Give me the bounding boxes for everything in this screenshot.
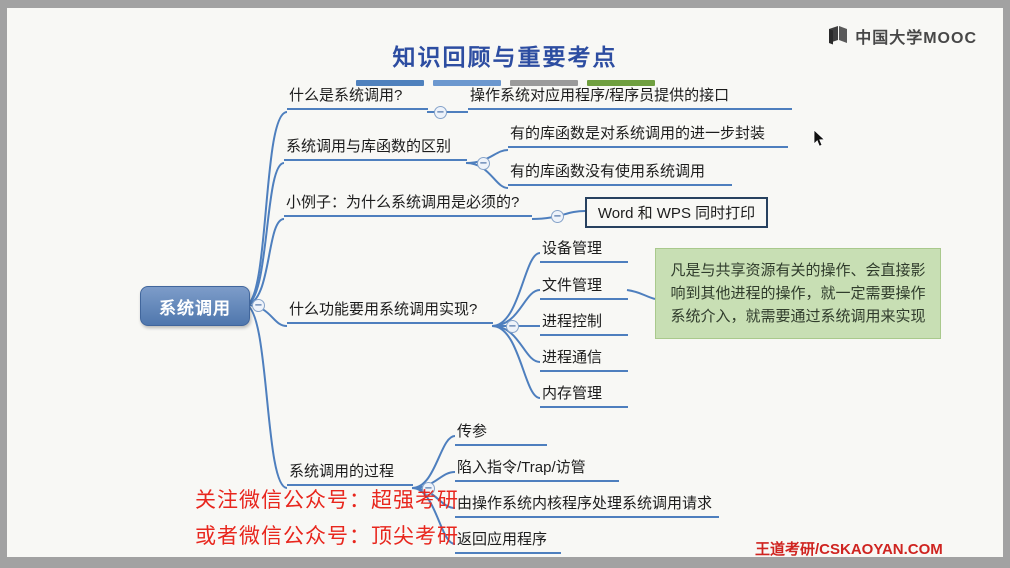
branch-0-label: 什么是系统调用? bbox=[287, 84, 428, 110]
branch-1-child-1: 有的库函数没有使用系统调用 bbox=[508, 160, 732, 186]
branch-3-label: 什么功能要用系统调用实现? bbox=[287, 298, 493, 324]
mooc-logo-text: 中国大学MOOC bbox=[855, 30, 977, 47]
title-underline-bars bbox=[7, 80, 1003, 86]
branch-4-child-2: 由操作系统内核程序处理系统调用请求 bbox=[455, 492, 719, 518]
bar-segment bbox=[432, 80, 501, 86]
collapse-button-3[interactable] bbox=[506, 320, 519, 333]
branch-3-child-1: 文件管理 bbox=[540, 274, 628, 300]
branch-3-child-0: 设备管理 bbox=[540, 237, 628, 263]
slide: 知识回顾与重要考点 中国大学MOOC bbox=[7, 8, 1003, 557]
collapse-button-1[interactable] bbox=[477, 157, 490, 170]
branch-1-child-0: 有的库函数是对系统调用的进一步封装 bbox=[508, 122, 788, 148]
branch-3-child-3: 进程通信 bbox=[540, 346, 628, 372]
branch-4-child-3: 返回应用程序 bbox=[455, 528, 561, 554]
collapse-button-root[interactable] bbox=[252, 299, 265, 312]
branch-2-label: 小例子：为什么系统调用是必须的? bbox=[284, 191, 532, 217]
mooc-logo: 中国大学MOOC bbox=[827, 24, 977, 48]
branch-4-child-1: 陷入指令/Trap/访管 bbox=[455, 456, 619, 482]
branch-4-child-0: 传参 bbox=[455, 420, 547, 446]
mooc-logo-icon bbox=[829, 26, 848, 45]
note-box: 凡是与共享资源有关的操作、会直接影响到其他进程的操作，就一定需要操作系统介入，就… bbox=[655, 248, 941, 339]
bar-segment bbox=[509, 80, 578, 86]
watermark-site: 王道考研/CSKAOYAN.COM bbox=[755, 541, 943, 557]
watermark-line1: 关注微信公众号：超强考研 bbox=[195, 488, 459, 512]
page-title: 知识回顾与重要考点 bbox=[392, 44, 618, 70]
branch-1-label: 系统调用与库函数的区别 bbox=[284, 135, 467, 161]
mouse-cursor-icon bbox=[813, 130, 826, 147]
watermark-line2: 或者微信公众号：顶尖考研 bbox=[195, 524, 459, 548]
root-node: 系统调用 bbox=[140, 286, 250, 326]
bar-segment bbox=[586, 80, 655, 86]
branch-4-label: 系统调用的过程 bbox=[287, 460, 413, 486]
collapse-button-0[interactable] bbox=[434, 106, 447, 119]
branch-0-child-0: 操作系统对应用程序/程序员提供的接口 bbox=[468, 84, 792, 110]
collapse-button-4[interactable] bbox=[422, 482, 435, 495]
branch-3-child-2: 进程控制 bbox=[540, 310, 628, 336]
branch-3-child-4: 内存管理 bbox=[540, 382, 628, 408]
branch-2-child-0: Word 和 WPS 同时打印 bbox=[585, 197, 768, 228]
bar-segment bbox=[355, 80, 424, 86]
collapse-button-2[interactable] bbox=[551, 210, 564, 223]
